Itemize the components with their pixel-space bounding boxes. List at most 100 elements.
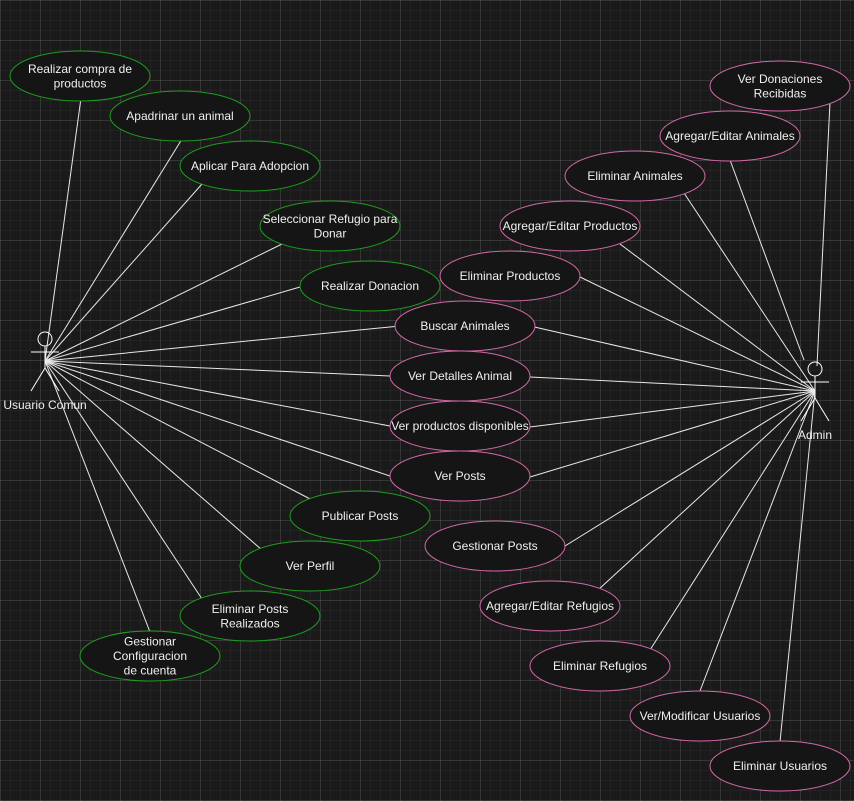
use-case-ellipse xyxy=(79,630,221,682)
use-case-ua4[interactable]: Agregar/Editar Productos xyxy=(499,200,641,252)
association-line-admin-ua2 xyxy=(729,159,805,361)
use-case-uc2[interactable]: Apadrinar un animal xyxy=(109,90,251,142)
use-case-label: de cuenta xyxy=(124,664,177,678)
use-case-ellipse xyxy=(239,540,381,592)
use-case-label: Gestionar xyxy=(124,635,176,649)
use-case-ellipse xyxy=(479,580,621,632)
use-case-label: Apadrinar un animal xyxy=(126,109,233,123)
use-case-label: Configuracion xyxy=(113,649,187,663)
use-case-uc11[interactable]: Ver Perfil xyxy=(239,540,381,592)
use-case-ellipse xyxy=(299,260,441,312)
use-case-label: Ver productos disponibles xyxy=(391,419,528,433)
use-case-label: Eliminar Refugios xyxy=(553,659,647,673)
use-case-label: Eliminar Productos xyxy=(460,269,561,283)
use-case-ellipse xyxy=(109,90,251,142)
association-lines xyxy=(44,97,831,743)
association-line-user-uc9 xyxy=(44,360,391,477)
association-line-user-uc11 xyxy=(44,360,263,551)
use-case-label: productos xyxy=(54,76,107,90)
use-case-ua2[interactable]: Agregar/Editar Animales xyxy=(659,110,801,162)
association-line-admin-ua9 xyxy=(699,390,816,692)
use-case-ellipse xyxy=(529,640,671,692)
use-case-label: Ver Perfil xyxy=(286,559,335,573)
association-line-admin-uc6 xyxy=(529,325,816,392)
association-line-user-uc4 xyxy=(44,243,283,362)
use-case-uc7[interactable]: Ver Detalles Animal xyxy=(389,350,531,402)
association-line-admin-ua5 xyxy=(579,276,816,392)
association-line-user-uc10 xyxy=(44,360,315,502)
use-case-ellipse xyxy=(439,250,581,302)
use-case-ellipse xyxy=(9,50,151,102)
use-case-label: Ver/Modificar Usuarios xyxy=(640,709,761,723)
actor-label-user: Usuario Comun xyxy=(3,398,86,412)
use-case-uc5[interactable]: Realizar Donacion xyxy=(299,260,441,312)
stick-figure-icon xyxy=(30,331,60,392)
use-case-ua9[interactable]: Ver/Modificar Usuarios xyxy=(629,690,771,742)
use-case-ua3[interactable]: Eliminar Animales xyxy=(564,150,706,202)
use-case-ellipse xyxy=(289,490,431,542)
use-case-uc10[interactable]: Publicar Posts xyxy=(289,490,431,542)
actor-label-admin: Admin xyxy=(798,428,832,442)
association-line-admin-ua1 xyxy=(816,101,831,367)
association-line-admin-ua3 xyxy=(683,192,816,392)
use-case-label: Eliminar Posts xyxy=(212,602,289,616)
use-case-ellipse xyxy=(659,110,801,162)
use-case-ellipse xyxy=(179,140,321,192)
use-case-ellipse xyxy=(389,450,531,502)
use-case-label: Agregar/Editar Animales xyxy=(665,129,794,143)
association-line-user-uc12 xyxy=(44,360,203,600)
association-line-admin-ua4 xyxy=(619,243,816,392)
association-line-user-uc6 xyxy=(44,325,401,362)
use-case-ellipse xyxy=(709,60,851,112)
association-line-user-uc5 xyxy=(44,286,301,362)
use-case-ua8[interactable]: Eliminar Refugios xyxy=(529,640,671,692)
use-case-ellipse xyxy=(179,590,321,642)
use-case-label: Agregar/Editar Productos xyxy=(503,219,638,233)
use-case-label: Realizar Donacion xyxy=(321,279,419,293)
use-case-ellipse xyxy=(499,200,641,252)
association-line-user-uc7 xyxy=(44,360,391,377)
use-case-label: Aplicar Para Adopcion xyxy=(191,159,309,173)
association-line-user-uc3 xyxy=(44,183,203,362)
use-case-label: Eliminar Usuarios xyxy=(733,759,827,773)
use-case-ellipse xyxy=(629,690,771,742)
use-case-uc3[interactable]: Aplicar Para Adopcion xyxy=(179,140,321,192)
actor-admin[interactable]: Admin xyxy=(798,361,832,442)
association-line-admin-ua10 xyxy=(779,390,816,743)
use-case-ellipse xyxy=(564,150,706,202)
use-case-label: Recibidas xyxy=(754,86,807,100)
association-line-admin-uc9 xyxy=(529,390,816,478)
use-case-label: Ver Detalles Animal xyxy=(408,369,512,383)
association-line-user-uc2 xyxy=(44,138,183,362)
use-case-label: Gestionar Posts xyxy=(452,539,537,553)
use-case-label: Donar xyxy=(314,226,347,240)
use-case-label: Realizados xyxy=(220,616,279,630)
use-case-ua6[interactable]: Gestionar Posts xyxy=(424,520,566,572)
association-line-admin-ua8 xyxy=(649,390,816,651)
use-case-ellipse xyxy=(259,200,401,252)
use-case-label: Ver Posts xyxy=(434,469,485,483)
use-case-label: Agregar/Editar Refugios xyxy=(486,599,614,613)
association-line-admin-ua6 xyxy=(564,390,816,547)
use-case-label: Eliminar Animales xyxy=(587,169,682,183)
association-line-admin-ua7 xyxy=(597,390,816,591)
use-case-ua5[interactable]: Eliminar Productos xyxy=(439,250,581,302)
use-case-label: Buscar Animales xyxy=(420,319,509,333)
use-case-uc8[interactable]: Ver productos disponibles xyxy=(389,400,531,452)
use-case-uc6[interactable]: Buscar Animales xyxy=(394,300,536,352)
use-case-ua7[interactable]: Agregar/Editar Refugios xyxy=(479,580,621,632)
actors: Usuario Comun Admin xyxy=(3,331,832,442)
use-case-uc9[interactable]: Ver Posts xyxy=(389,450,531,502)
association-line-admin-uc8 xyxy=(529,390,816,428)
use-case-label: Realizar compra de xyxy=(28,62,132,76)
use-case-ua10[interactable]: Eliminar Usuarios xyxy=(709,740,851,792)
actor-usuario-comun[interactable]: Usuario Comun xyxy=(3,331,87,412)
use-case-ellipse xyxy=(424,520,566,572)
